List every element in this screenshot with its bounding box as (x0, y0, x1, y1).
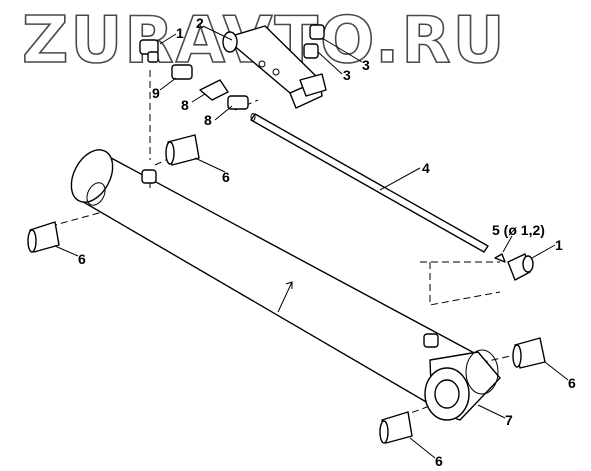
nozzle-5 (494, 253, 506, 263)
leader-lines (54, 25, 569, 459)
callout-4: 4 (422, 160, 430, 176)
callout-3-lower: 3 (343, 67, 351, 83)
right-fittings (494, 253, 534, 281)
adapter-fitting-9 (171, 64, 193, 80)
cylinder-rod-eye (424, 349, 501, 421)
callout-8-lower: 8 (204, 112, 212, 128)
fittings (139, 24, 325, 110)
bushings (27, 134, 546, 444)
plug-fitting-3a (309, 24, 325, 40)
cylinder-body (70, 149, 479, 411)
callouts: 1 2 3 3 9 8 8 6 4 6 5 (ø 1,2) 1 6 7 6 (78, 15, 576, 469)
callout-7: 7 (505, 412, 513, 428)
elbow-fitting-8b (227, 95, 249, 110)
callout-1-right: 1 (555, 237, 563, 253)
callout-8-upper: 8 (181, 97, 189, 113)
callout-6-bottom: 6 (435, 453, 443, 469)
callout-5: 5 (ø 1,2) (492, 222, 545, 238)
callout-9: 9 (152, 85, 160, 101)
callout-6-right: 6 (568, 375, 576, 391)
hydraulic-tube (250, 113, 489, 253)
plug-fitting-3b (303, 43, 319, 59)
callout-1-top: 1 (176, 25, 184, 41)
callout-6-left: 6 (78, 251, 86, 267)
callout-2: 2 (196, 15, 204, 31)
callout-3-upper: 3 (362, 57, 370, 73)
callout-6-top: 6 (222, 169, 230, 185)
elbow-fitting-8a (199, 79, 229, 101)
